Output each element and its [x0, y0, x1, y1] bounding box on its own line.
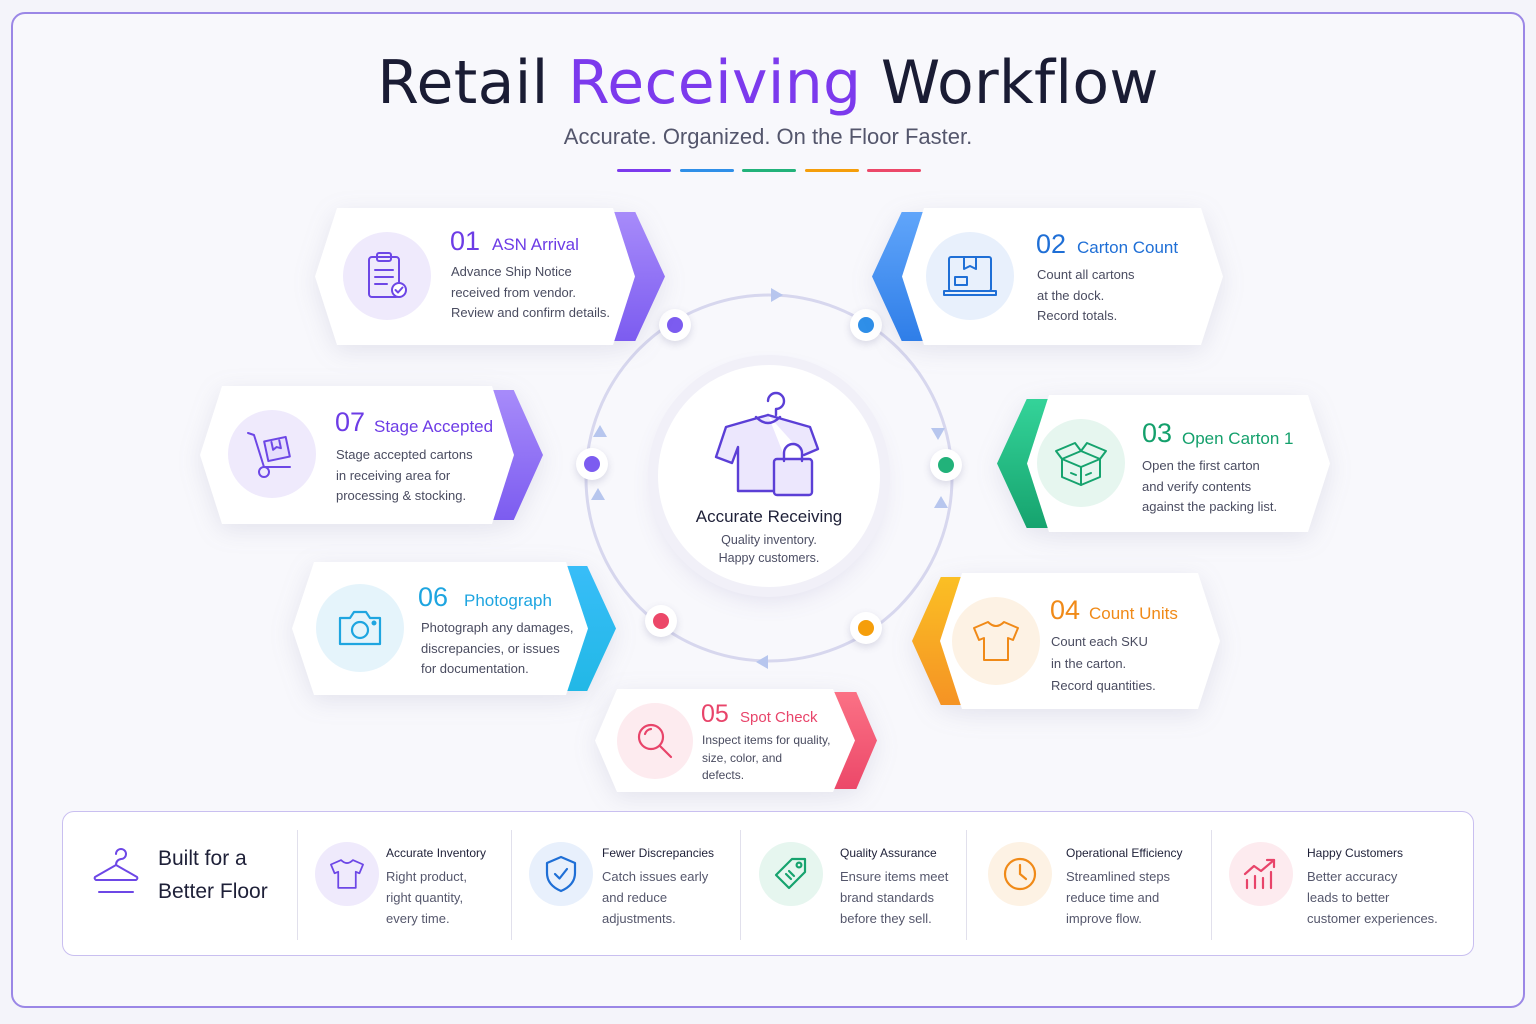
step-dot-01 [659, 309, 691, 341]
clipboard-check-icon [368, 252, 407, 298]
step-number: 05 [701, 700, 729, 728]
step-description: Inspect items for quality,size, color, a… [702, 733, 831, 782]
benefit-operational-efficiency: Operational Efficiency Streamlined steps… [988, 812, 1203, 957]
benefit-title: Accurate Inventory [386, 846, 487, 860]
center-title: Accurate Receiving [695, 507, 843, 526]
step-title: Count Units [1089, 604, 1178, 623]
step-number: 01 [450, 226, 481, 256]
step-description: Photograph any damages,discrepancies, or… [421, 620, 574, 676]
step-number: 03 [1142, 418, 1173, 448]
step-card-06: 06 Photograph Photograph any damages,dis… [292, 562, 616, 695]
step-title: Spot Check [740, 709, 818, 726]
step-dot-07 [576, 448, 608, 480]
benefits-panel: Built for a Better Floor Accurate Invent… [62, 811, 1474, 956]
open-box-icon [1055, 442, 1107, 486]
step-title: Stage Accepted [374, 417, 494, 436]
step-title: Photograph [464, 591, 552, 610]
page-title: Retail Receiving Workflow [377, 48, 1159, 118]
center-subtitle: Quality inventory. Happy customers. [718, 533, 820, 565]
step-dot-02 [850, 309, 882, 341]
step-card-05: 05 Spot Check Inspect items for quality,… [595, 689, 878, 792]
shirt-shopping-bag-icon [714, 391, 820, 497]
camera-icon [338, 610, 382, 646]
step-title: ASN Arrival [492, 235, 579, 254]
title-accent: Receiving [567, 48, 862, 118]
benefit-title: Quality Assurance [840, 846, 937, 860]
hanger-icon [93, 848, 139, 893]
benefits-heading: Built for a Better Floor [158, 847, 268, 903]
tshirt-icon [330, 859, 364, 889]
growth-chart-icon [1243, 858, 1276, 890]
color-stripes [617, 169, 921, 172]
benefit-title: Fewer Discrepancies [602, 846, 715, 860]
step-number: 07 [335, 407, 366, 437]
tshirt-icon [973, 621, 1019, 661]
step-title: Carton Count [1077, 238, 1179, 257]
step-dot-03 [930, 449, 962, 481]
benefit-description: Right product,right quantity,every time. [386, 869, 467, 926]
shield-check-icon [545, 855, 577, 893]
step-dot-05 [645, 605, 677, 637]
benefit-accurate-inventory: Accurate Inventory Right product,right q… [315, 812, 505, 957]
magnifier-icon [637, 723, 673, 759]
carton-box-icon [943, 256, 997, 296]
benefit-title: Operational Efficiency [1066, 846, 1183, 860]
benefit-title: Happy Customers [1307, 846, 1404, 860]
step-number: 02 [1036, 229, 1067, 259]
tag-icon [774, 857, 807, 890]
step-number: 06 [418, 582, 449, 612]
clock-icon [1003, 857, 1037, 891]
step-title: Open Carton 1 [1182, 429, 1294, 448]
step-dot-04 [850, 612, 882, 644]
step-card-07: 07 Stage Accepted Stage accepted cartons… [200, 386, 543, 524]
hand-truck-icon [247, 432, 291, 478]
center-hub: Accurate Receiving Quality inventory. Ha… [658, 365, 880, 587]
step-number: 04 [1050, 595, 1081, 625]
page-subtitle: Accurate. Organized. On the Floor Faster… [563, 124, 973, 149]
